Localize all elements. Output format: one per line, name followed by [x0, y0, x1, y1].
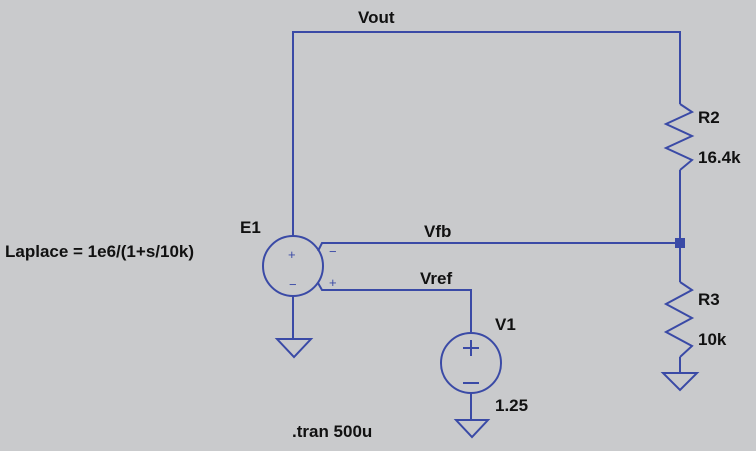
r2-name[interactable]: R2 [698, 108, 720, 127]
e1-name[interactable]: E1 [240, 218, 261, 237]
e1-input-plus: + [329, 275, 337, 290]
wire-vfb[interactable] [317, 242, 680, 252]
resistor-r2[interactable] [663, 103, 695, 171]
ground-icon [274, 338, 314, 359]
wire-vout[interactable] [292, 31, 681, 236]
e1-input-minus: − [329, 244, 337, 259]
v1-value[interactable]: 1.25 [495, 396, 529, 415]
net-label-vout[interactable]: Vout [358, 8, 395, 27]
wire-vref[interactable] [317, 282, 472, 332]
resistor-r3[interactable] [663, 281, 695, 358]
r3-value[interactable]: 10k [698, 330, 727, 349]
net-label-vfb[interactable]: Vfb [424, 222, 452, 241]
ground-icon [660, 372, 700, 392]
r3-name[interactable]: R3 [698, 290, 720, 309]
e1-value[interactable]: Laplace = 1e6/(1+s/10k) [5, 242, 195, 261]
ground-icon [453, 419, 491, 439]
r2-value[interactable]: 16.4k [698, 148, 741, 167]
spice-directive[interactable]: .tran 500u [292, 422, 373, 441]
e1-pin-plus: + [288, 247, 296, 262]
v1-name[interactable]: V1 [495, 315, 516, 334]
e1-pin-minus: − [289, 277, 297, 292]
net-label-vref[interactable]: Vref [420, 269, 453, 288]
